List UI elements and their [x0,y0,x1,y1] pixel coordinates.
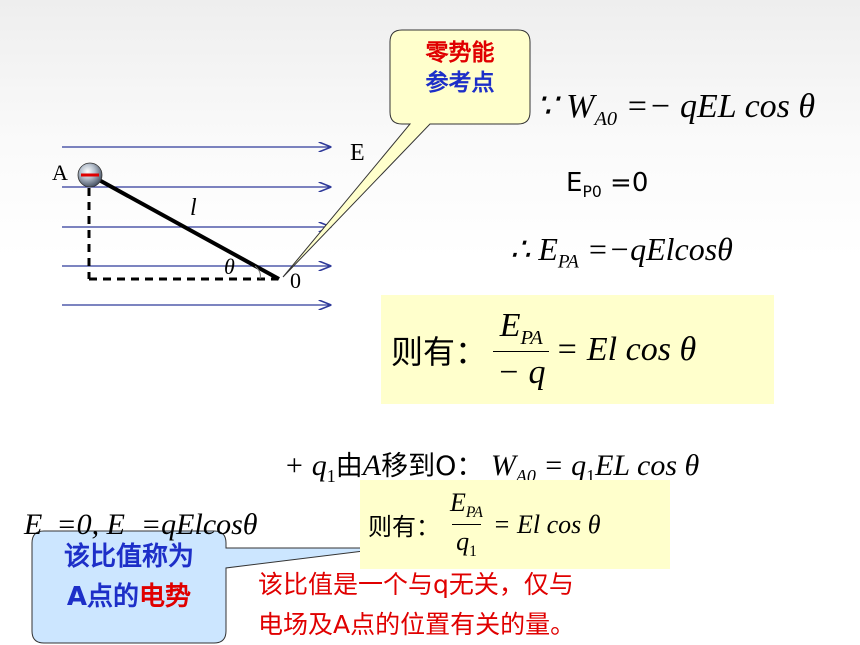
callout-top-line2: 参考点 [425,70,495,96]
angle-arc [254,265,261,280]
formula-small-denominator: q1 [452,524,481,561]
q1-text1: 由 [335,451,363,482]
formula-main-rhs: = El cos θ [555,330,697,368]
q1-text2: 移到O： [381,451,484,482]
eq-work-lhs: ∵ W [536,88,595,125]
callout-bottom-line1: 该比值称为 [63,542,194,572]
equation-epa: ∴ EPA =−qElcosθ [510,230,733,273]
formula-main-denominator: − q [493,351,550,392]
equation-q1-line: + q1由A移到O： WA0 = q1EL cos θ [284,444,699,487]
callout-bottom-line2a: A点的 [66,582,140,612]
formula-small-num-e: E [450,487,466,517]
q1-A: A [362,449,382,482]
formula-main-num-e: E [499,306,521,344]
label-origin: 0 [290,268,301,293]
formula-small-den-sub: 1 [469,543,477,561]
formula-small-fraction: EPA q1 [446,488,487,561]
q1-plus-q: + q [284,449,327,482]
eq-epa-sub: PA [557,251,579,273]
eq-ep0-rhs: =0 [601,168,649,198]
ep-partial-rest: =0, E [56,508,125,541]
q1-rhs-tail: EL cos θ [595,449,700,482]
formula-small-den-q: q [456,527,470,556]
ep-partial-e: E [24,508,43,541]
equation-ep0: EP0 =0 [566,168,648,201]
formula-main-numerator: EPA [496,307,547,352]
red-note-line2: 电场及A点的位置有关的量。 [258,610,576,639]
formula-small-prefix: 则有： [368,513,440,541]
q1-rhs-sub: 1 [586,466,596,486]
label-l: l [190,195,197,221]
eq-epa-lhs: ∴ E [510,231,558,267]
ep-partial-rest3: Elcosθ [176,508,258,541]
q1-rhs-eq: = q [535,449,587,482]
callout-top-shape [282,29,531,278]
q1-W: W [490,449,516,482]
formula-box-main: 则有： EPA − q = El cos θ [381,295,774,404]
eq-work-sub: A0 [594,107,618,130]
formula-main-num-sub: PA [520,326,543,349]
formula-box-small: 则有： EPA q1 = El cos θ [360,480,670,569]
label-A: A [52,160,68,185]
label-E: E [350,140,365,166]
eq-ep0-sub: P0 [582,183,602,202]
field-lines [62,147,330,305]
ep-partial-rest2: =q [140,508,177,541]
rod-line [89,173,280,281]
red-note-line1: 该比值是一个与q无关，仅与 [258,570,574,599]
formula-main-prefix: 则有： [391,332,488,371]
red-note: 该比值是一个与q无关，仅与 电场及A点的位置有关的量。 [258,565,575,645]
callout-top-text: 零势能 参考点 [390,38,530,98]
eq-ep0-e: E [566,168,583,198]
callout-bottom-shape [31,530,389,644]
eq-work-rhs: =− qEL cos θ [617,88,816,125]
formula-small-rhs: = El cos θ [492,509,601,539]
label-theta: θ [224,254,235,279]
q1-sub: 1 [326,466,336,486]
equation-work-a0: ∵ WA0 =− qEL cos θ [536,86,815,131]
formula-main-fraction: EPA − q [493,307,550,393]
callout-top-line1: 零势能 [425,40,495,66]
callout-bottom-line2b: 电势 [139,582,192,612]
callout-bottom-text: 该比值称为 A点的电势 [32,537,226,617]
callout-bottom-line2: A点的电势 [32,577,226,617]
formula-small-numerator: EPA [446,488,487,524]
eq-epa-rhs: =−qElcosθ [578,231,733,267]
formula-small-num-sub: PA [465,504,483,521]
equation-ep-partial: E =0, E =qElcosθ [24,508,258,542]
